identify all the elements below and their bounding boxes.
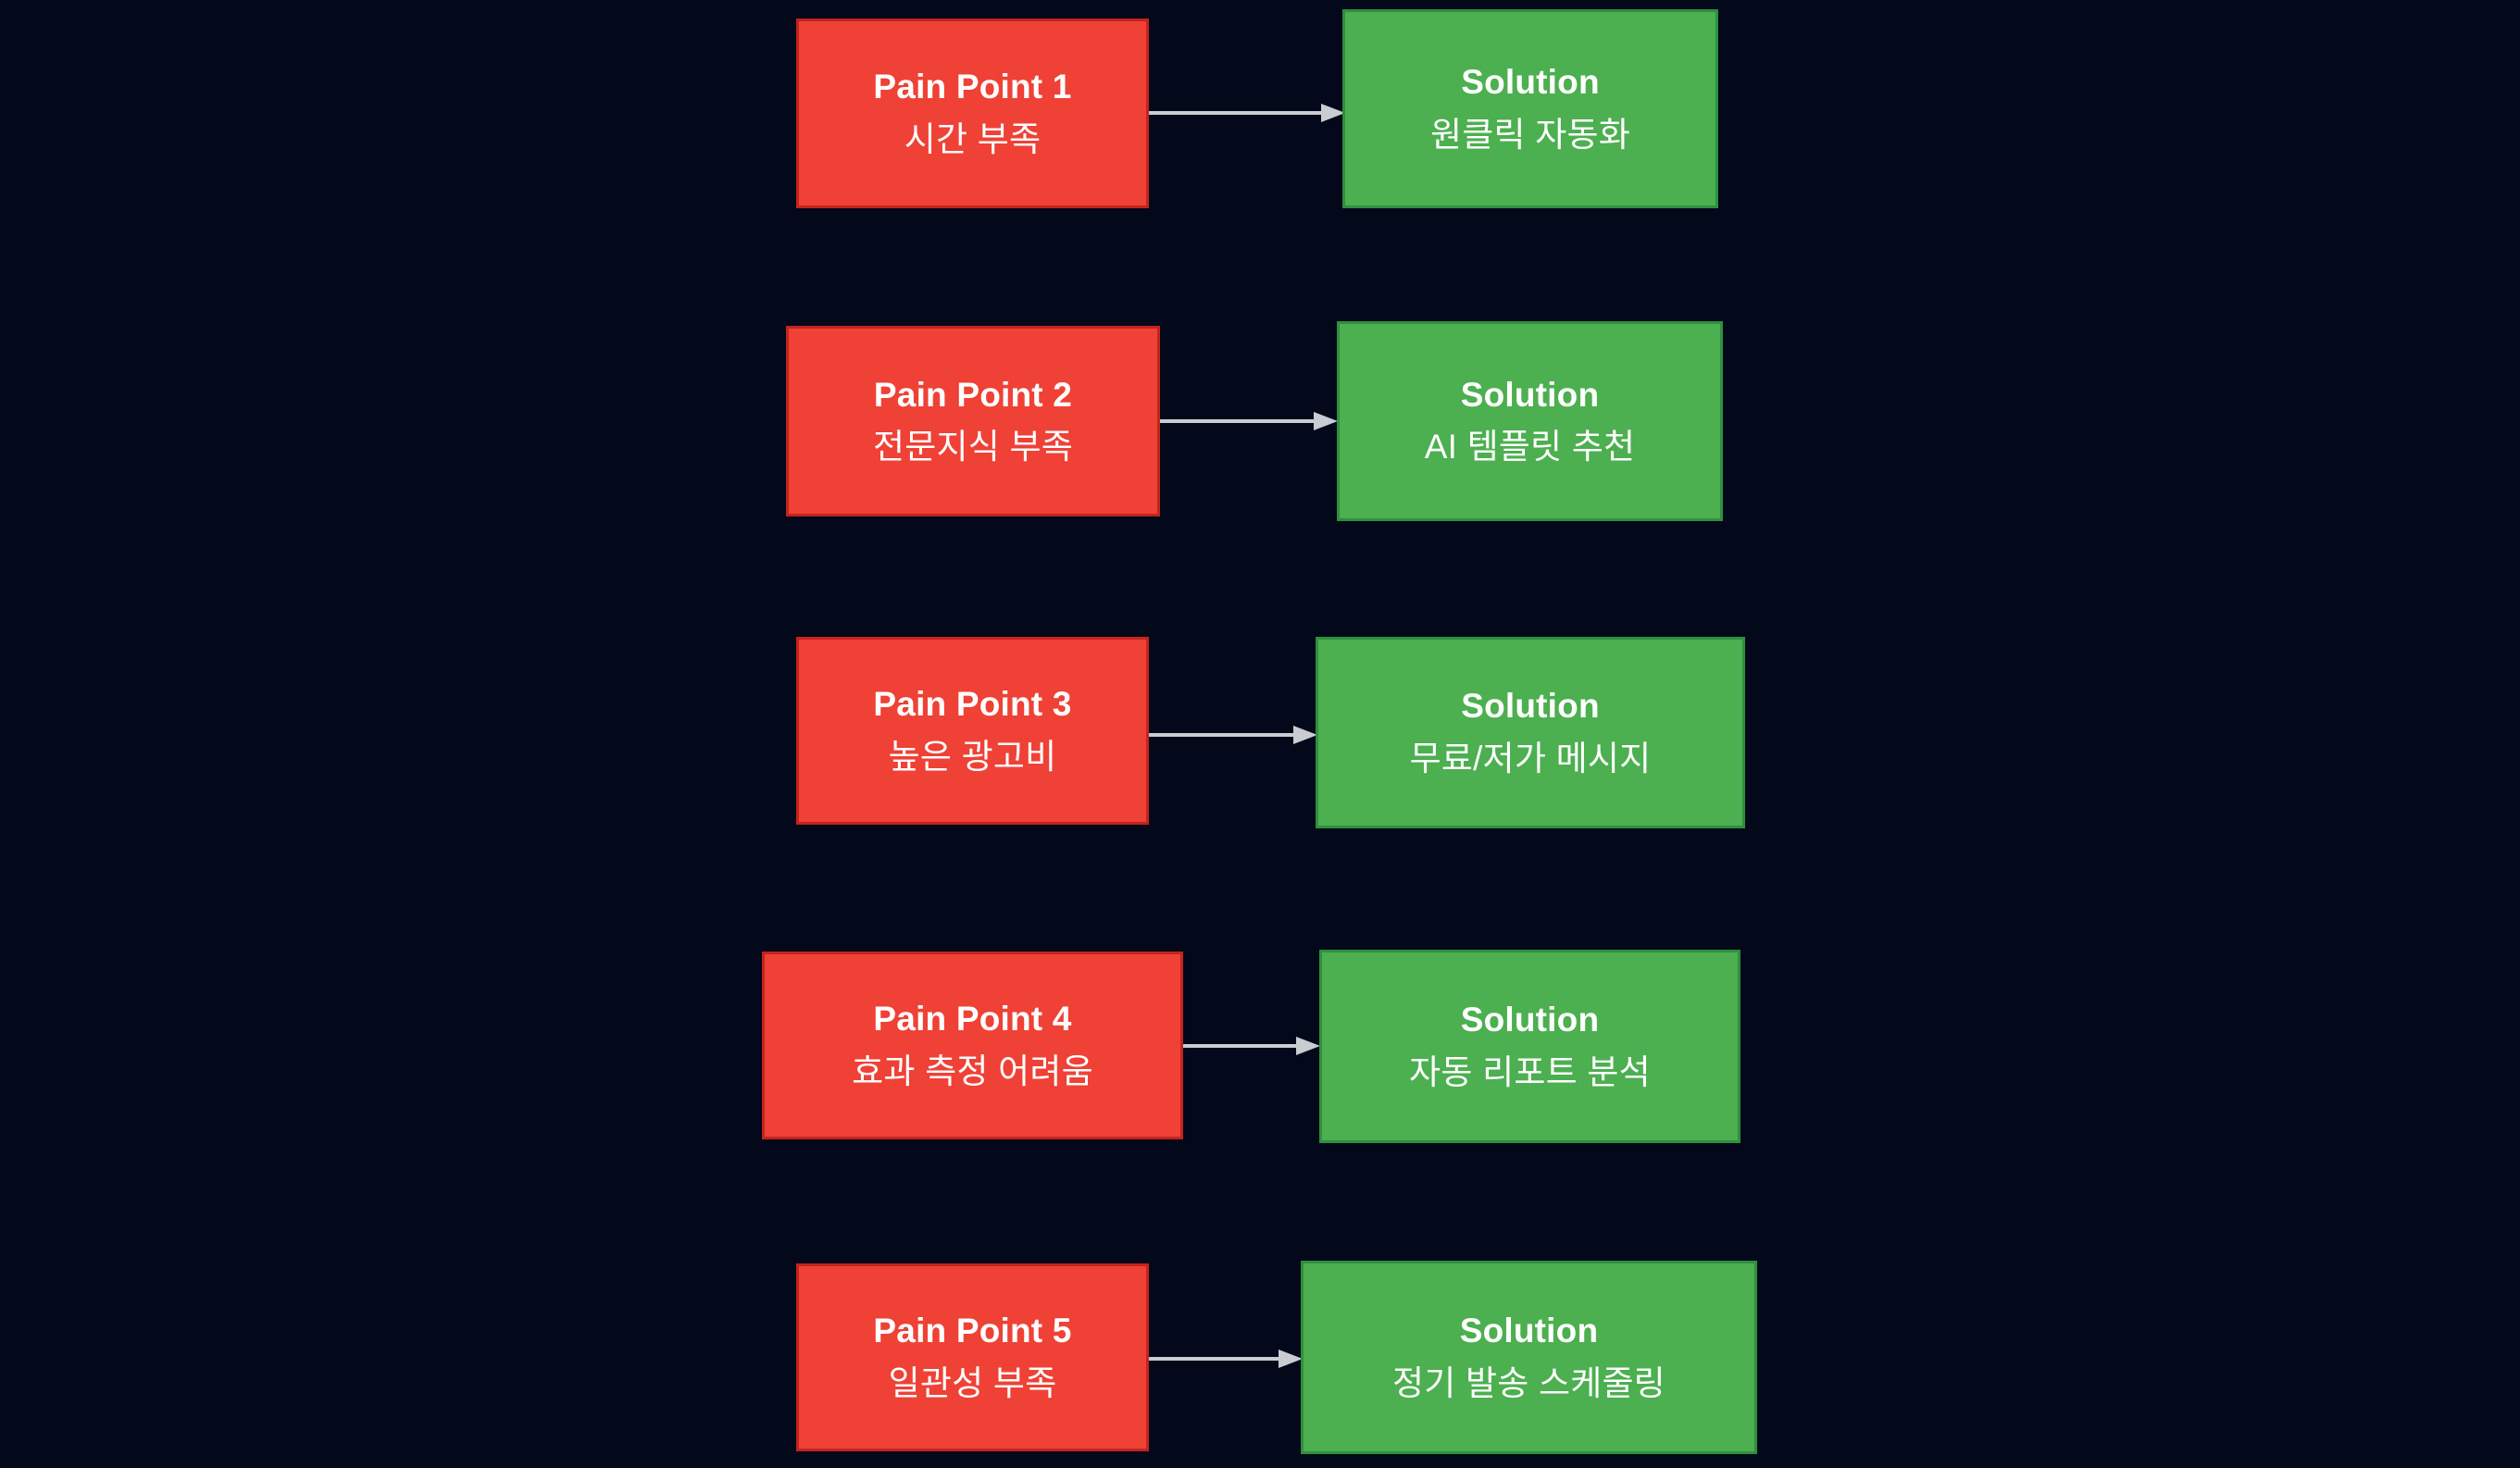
connector-arrow-1 xyxy=(1149,104,1345,122)
solution-subtitle-1: 원클릭 자동화 xyxy=(1430,115,1630,154)
pain-point-subtitle-4: 효과 측정 어려움 xyxy=(852,1051,1093,1090)
solution-title-5: Solution xyxy=(1459,1312,1599,1350)
solution-box-2[interactable]: Solution AI 템플릿 추천 xyxy=(1337,321,1723,521)
solution-box-1[interactable]: Solution 원클릭 자동화 xyxy=(1342,9,1718,208)
pain-point-box-4[interactable]: Pain Point 4 효과 측정 어려움 xyxy=(762,952,1183,1139)
pain-point-title-1: Pain Point 1 xyxy=(873,68,1072,106)
pain-point-subtitle-1: 시간 부족 xyxy=(904,119,1042,158)
pain-point-box-1[interactable]: Pain Point 1 시간 부족 xyxy=(796,19,1149,208)
solution-title-3: Solution xyxy=(1461,687,1600,726)
solution-subtitle-2: AI 템플릿 추천 xyxy=(1424,428,1636,466)
solution-box-3[interactable]: Solution 무료/저가 메시지 xyxy=(1316,637,1745,828)
pain-point-box-3[interactable]: Pain Point 3 높은 광고비 xyxy=(796,637,1149,825)
pain-point-title-4: Pain Point 4 xyxy=(873,1000,1072,1039)
solution-title-1: Solution xyxy=(1461,63,1600,102)
solution-subtitle-4: 자동 리포트 분석 xyxy=(1409,1052,1651,1091)
solution-title-4: Solution xyxy=(1460,1001,1600,1039)
pain-point-title-5: Pain Point 5 xyxy=(873,1312,1072,1350)
solution-subtitle-3: 무료/저가 메시지 xyxy=(1409,739,1652,778)
connector-arrow-4 xyxy=(1183,1037,1320,1055)
pain-point-subtitle-5: 일관성 부족 xyxy=(888,1363,1057,1402)
pain-point-title-2: Pain Point 2 xyxy=(873,375,1073,414)
connector-arrow-3 xyxy=(1149,726,1317,744)
pain-point-box-5[interactable]: Pain Point 5 일관성 부족 xyxy=(796,1263,1149,1451)
pain-point-subtitle-2: 전문지식 부족 xyxy=(873,428,1073,466)
solution-box-5[interactable]: Solution 정기 발송 스케줄링 xyxy=(1301,1261,1757,1454)
pain-point-subtitle-3: 높은 광고비 xyxy=(888,737,1057,776)
pain-point-title-3: Pain Point 3 xyxy=(873,685,1072,724)
connector-arrow-5 xyxy=(1149,1350,1303,1368)
connector-arrow-2 xyxy=(1160,412,1338,430)
solution-box-4[interactable]: Solution 자동 리포트 분석 xyxy=(1319,950,1740,1143)
solution-subtitle-5: 정기 발송 스케줄링 xyxy=(1392,1363,1665,1402)
pain-point-box-2[interactable]: Pain Point 2 전문지식 부족 xyxy=(786,326,1160,516)
solution-title-2: Solution xyxy=(1460,375,1600,414)
